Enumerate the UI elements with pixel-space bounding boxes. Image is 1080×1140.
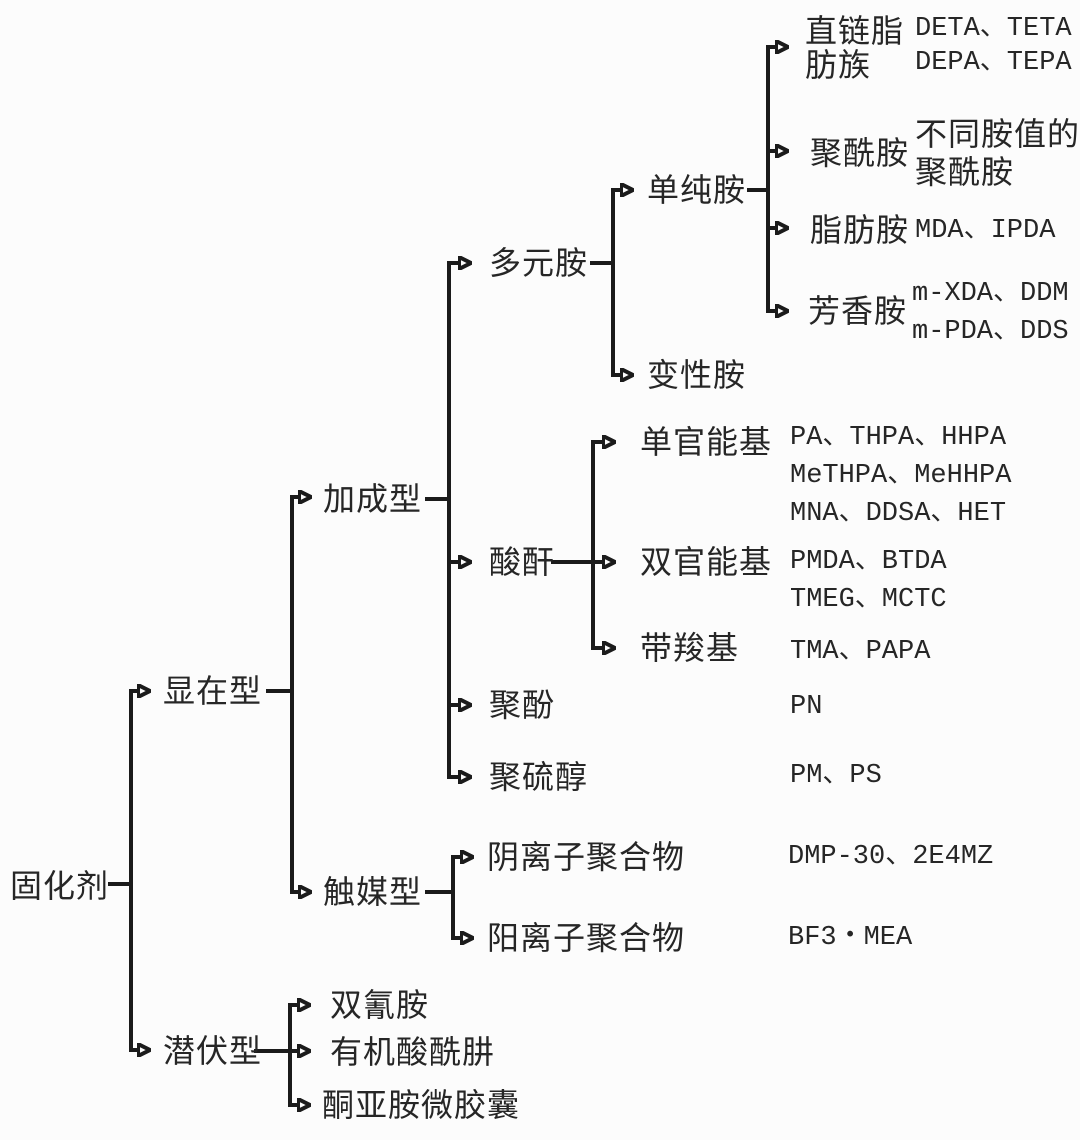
node-polyamide-label: 聚酰胺 — [810, 134, 910, 172]
node-bifunctional-label: 双官能基 — [640, 543, 773, 581]
examples-cationic-polymer: BF3・MEA — [788, 923, 913, 953]
examples-anionic-polymer: DMP-30、2E4MZ — [788, 842, 994, 872]
node-polymercaptan-label: 聚硫醇 — [489, 758, 589, 796]
bracket-polyamine — [590, 190, 621, 375]
node-polyphenol-label: 聚酚 — [489, 686, 556, 724]
node-linear-aliphatic-label: 直链脂肪族 — [805, 12, 905, 84]
examples-polyphenol: PN — [790, 692, 823, 722]
bracket-catalytic — [425, 857, 461, 938]
node-ketimine-microcapsule-label: 酮亚胺微胶囊 — [322, 1086, 521, 1124]
example-line: MNA、DDSA、HET — [790, 499, 1007, 529]
node-polyamine-label: 多元胺 — [489, 244, 589, 282]
example-line: DETA、TETA — [915, 14, 1072, 44]
example-line: PA、THPA、HHPA — [790, 423, 1007, 453]
node-curing-agent-label: 固化剂 — [10, 867, 110, 905]
bracket-curing-agent — [108, 691, 138, 1050]
bracket-anhydride — [551, 442, 603, 648]
examples-carboxyl: TMA、PAPA — [790, 637, 931, 667]
node-dicyandiamide-label: 双氰胺 — [330, 986, 430, 1024]
node-apparent-type-label: 显在型 — [163, 672, 263, 710]
node-anionic-polymer-label: 阴离子聚合物 — [487, 838, 686, 876]
examples-aliphatic-amine: MDA、IPDA — [915, 216, 1056, 246]
examples-aromatic-amine: m-XDA、DDM m-PDA、DDS — [912, 275, 1069, 351]
node-monofunctional-label: 单官能基 — [640, 423, 773, 461]
bracket-simple-amine — [747, 47, 776, 311]
example-line: m-PDA、DDS — [912, 317, 1069, 347]
example-line: m-XDA、DDM — [912, 279, 1069, 309]
examples-polyamide: 不同胺值的聚酰胺 — [915, 115, 1080, 191]
node-catalytic-type-label: 触媒型 — [323, 873, 423, 911]
node-addition-type-label: 加成型 — [323, 480, 423, 518]
bracket-addition — [425, 263, 459, 777]
node-organic-acid-hydrazide-label: 有机酸酰肼 — [330, 1033, 496, 1071]
node-anhydride-label: 酸酐 — [489, 543, 556, 581]
example-line: PMDA、BTDA — [790, 547, 947, 577]
node-modified-amine-label: 变性胺 — [647, 356, 747, 394]
examples-polymercaptan: PM、PS — [790, 761, 882, 791]
bracket-latent — [254, 1005, 298, 1105]
node-carboxyl-label: 带羧基 — [640, 629, 740, 667]
examples-linear-aliphatic: DETA、TETA DEPA、TEPA — [915, 12, 1072, 80]
bracket-apparent — [266, 497, 299, 892]
example-line: TMEG、MCTC — [790, 585, 947, 615]
node-aromatic-amine-label: 芳香胺 — [808, 292, 908, 330]
examples-monofunctional: PA、THPA、HHPA MeTHPA、MeHHPA MNA、DDSA、HET — [790, 419, 1011, 533]
example-line: MeTHPA、MeHHPA — [790, 461, 1012, 491]
node-simple-amine-label: 单纯胺 — [647, 171, 747, 209]
node-aliphatic-amine-label: 脂肪胺 — [810, 211, 910, 249]
example-line: DEPA、TEPA — [915, 48, 1072, 78]
node-cationic-polymer-label: 阳离子聚合物 — [487, 919, 686, 957]
examples-bifunctional: PMDA、BTDA TMEG、MCTC — [790, 543, 947, 619]
node-latent-type-label: 潜伏型 — [163, 1032, 263, 1070]
